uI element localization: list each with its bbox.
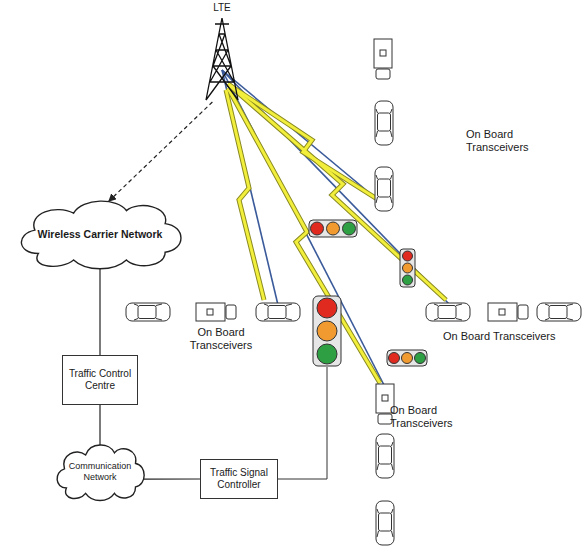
node-label: Traffic Control Centre [67,368,133,392]
process-box: Traffic Control Centre [62,355,138,405]
node-label: Traffic Signal Controller [205,467,273,491]
connector-line [99,405,100,446]
node-text-block: Traffic Control Centre [63,368,137,392]
annotation-label: On Board Transceivers [443,330,556,343]
node-text-block: LTE [198,2,246,14]
annotation-label: On Board Transceivers [466,128,538,154]
annotation-label: On Board Transceivers [184,326,258,352]
dashed-arrow [109,102,213,201]
tower-symbol [198,2,246,102]
node-label: LTE [198,2,246,14]
node-text-block: Wireless Carrier Network [28,228,173,241]
node-text-block: Traffic Signal Controller [201,467,277,491]
process-box: Traffic Signal Controller [200,459,278,499]
annotation-label: On Board Transceivers [390,404,464,430]
traffic-light [309,220,427,366]
node-text-block: Communication Network [52,461,148,483]
signal-wire [278,367,327,479]
lightning-bolt [226,84,446,383]
vehicle [126,39,581,545]
network-cloud: Wireless Carrier Network [12,195,188,273]
lte-tower: LTE [198,2,246,102]
connector-line [143,478,200,479]
node-label: Communication Network [64,461,136,483]
radio-link [222,70,450,385]
node-label: Wireless Carrier Network [38,228,163,241]
network-cloud: Communication Network [52,440,148,504]
connector-line [99,268,100,355]
